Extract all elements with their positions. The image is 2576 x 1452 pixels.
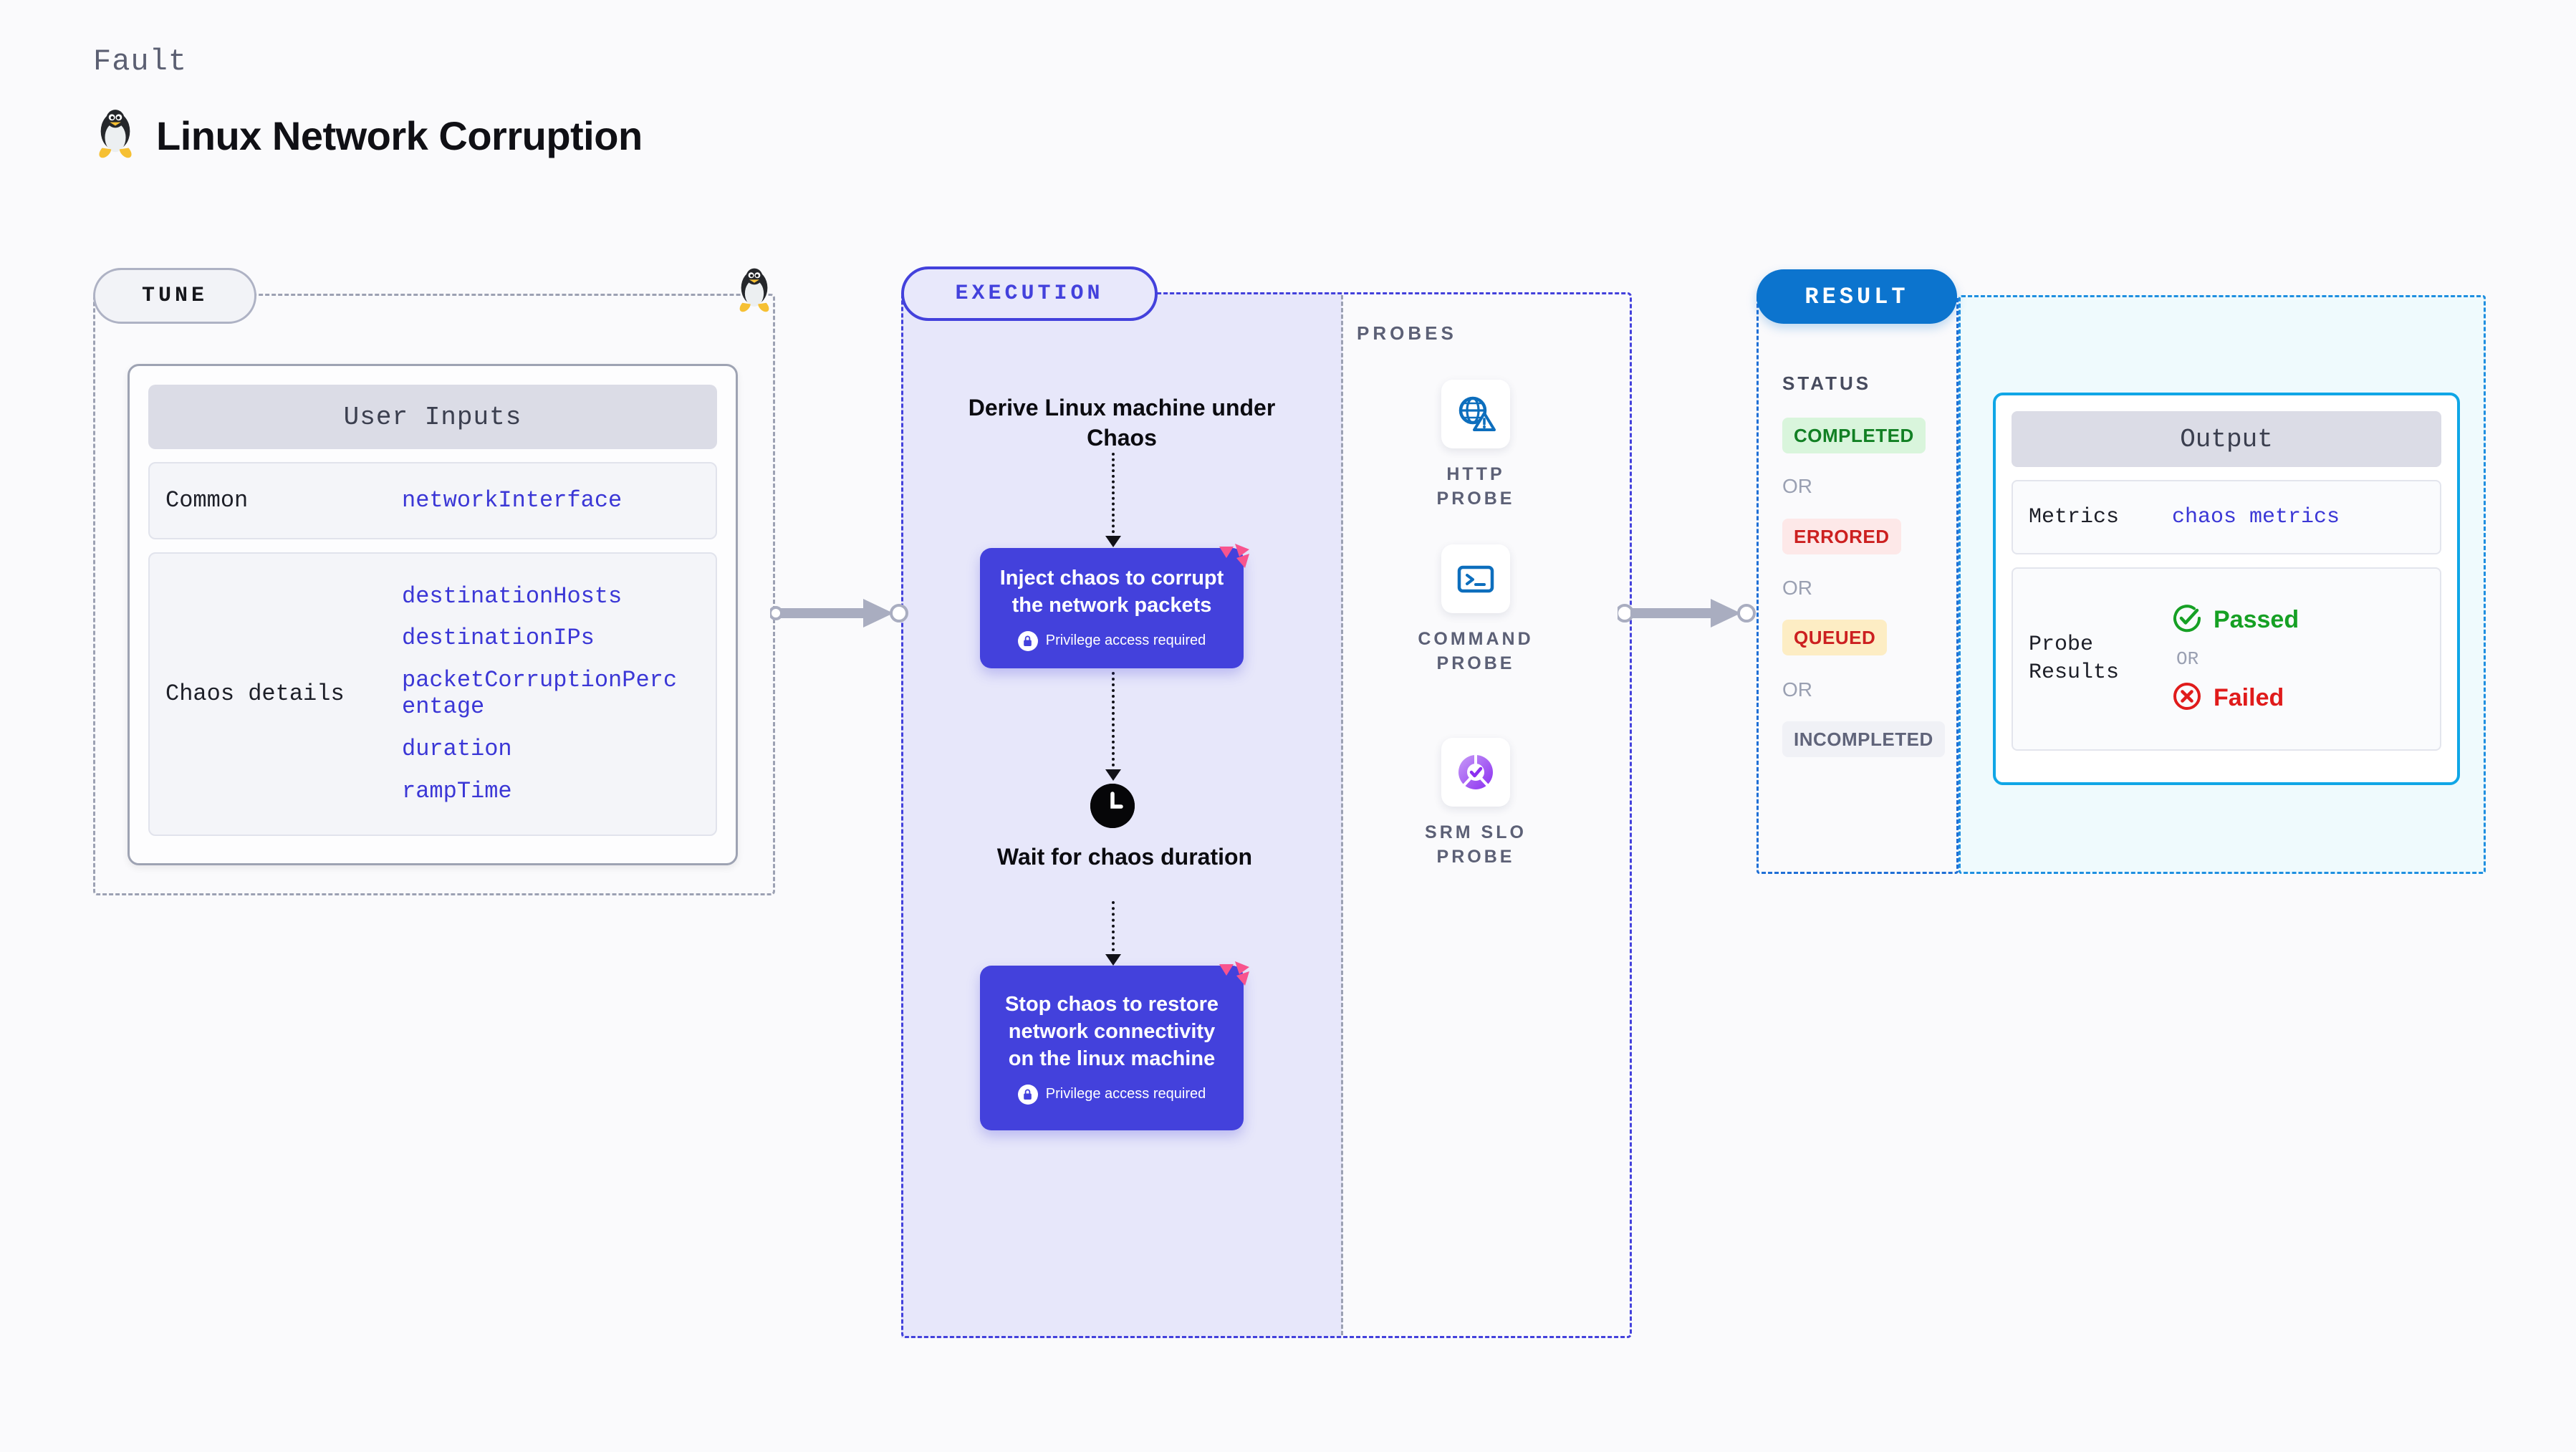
- execution-pill[interactable]: EXECUTION: [901, 266, 1158, 321]
- flow-connector: [1112, 453, 1115, 539]
- status-badge-incompleted: INCOMPLETED: [1782, 721, 1945, 757]
- linux-penguin-icon: [93, 107, 138, 163]
- status-badge-queued: QUEUED: [1782, 620, 1888, 655]
- probe-result-passed: Passed: [2172, 603, 2299, 637]
- step-derive-label: Derive Linux machine under Chaos: [968, 395, 1276, 451]
- input-group-chaos-details: Chaos details destinationHosts destinati…: [148, 552, 717, 836]
- input-value[interactable]: destinationHosts: [402, 582, 623, 610]
- slo-donut-check-icon: [1441, 738, 1510, 807]
- or-separator: OR: [2176, 648, 2199, 670]
- status-badge-errored: ERRORED: [1782, 519, 1901, 554]
- x-circle-icon: [2172, 681, 2202, 715]
- step-wait-label: Wait for chaos duration: [996, 844, 1253, 870]
- flow-arrowhead: [1105, 536, 1121, 547]
- user-inputs-card: User Inputs Common networkInterface Chao…: [128, 364, 738, 865]
- globe-warning-icon: [1441, 380, 1510, 448]
- probe-result-failed: Failed: [2172, 681, 2299, 715]
- flow-connector: [1112, 901, 1115, 957]
- result-pill[interactable]: RESULT: [1756, 269, 1957, 324]
- probes-section-label: PROBES: [1357, 322, 1457, 344]
- or-separator: OR: [1782, 577, 1812, 599]
- input-value[interactable]: rampTime: [402, 777, 512, 804]
- linux-penguin-icon-border: [734, 266, 774, 320]
- output-metrics-value[interactable]: chaos metrics: [2172, 505, 2340, 529]
- output-probe-results-values: Passed OR Failed: [2172, 603, 2299, 715]
- input-value[interactable]: duration: [402, 735, 512, 762]
- probe-srm-slo[interactable]: SRM SLO PROBE: [1404, 738, 1547, 870]
- title-row: Linux Network Corruption: [93, 107, 643, 163]
- input-value[interactable]: destinationIPs: [402, 625, 595, 652]
- probe-http[interactable]: HTTP PROBE: [1404, 380, 1547, 511]
- connector-tune-to-execution: [769, 592, 913, 638]
- probes-divider: [1341, 295, 1343, 1335]
- node-inject-chaos[interactable]: Inject chaos to corrupt the network pack…: [980, 548, 1244, 668]
- status-section-label: STATUS: [1782, 372, 1872, 394]
- fault-eyebrow-label: Fault: [93, 44, 188, 79]
- flow-arrowhead: [1105, 769, 1121, 781]
- output-metrics-label: Metrics: [2029, 504, 2120, 529]
- tune-region: [93, 294, 775, 895]
- failed-label: Failed: [2214, 684, 2284, 711]
- output-title: Output: [2012, 411, 2441, 467]
- node-privilege-note: Privilege access required: [1017, 630, 1206, 651]
- status-badge-completed: COMPLETED: [1782, 418, 1926, 453]
- terminal-icon: [1441, 544, 1510, 613]
- chaos-pinwheel-icon: [1218, 542, 1251, 571]
- check-circle-icon: [2172, 603, 2202, 637]
- user-inputs-title: User Inputs: [148, 385, 717, 449]
- output-probe-results-row: Probe Results Passed OR: [2012, 567, 2441, 751]
- clock-icon: [1090, 784, 1135, 828]
- node-privilege-text: Privilege access required: [1045, 633, 1206, 649]
- input-group-label: Chaos details: [165, 681, 345, 707]
- probe-command[interactable]: COMMAND PROBE: [1404, 544, 1547, 676]
- input-group-label: Common: [165, 487, 249, 514]
- probe-label: HTTP PROBE: [1436, 464, 1515, 509]
- node-title: Stop chaos to restore network connectivi…: [1004, 993, 1219, 1070]
- lock-icon: [1017, 630, 1038, 651]
- output-card: Output Metrics chaos metrics Probe Resul…: [1993, 393, 2460, 785]
- input-group-values: networkInterface: [402, 486, 623, 514]
- execution-region: [901, 292, 1632, 1338]
- passed-label: Passed: [2214, 606, 2299, 633]
- connector-probes-to-result: [1615, 592, 1761, 638]
- probe-label: COMMAND PROBE: [1418, 629, 1534, 673]
- chaos-pinwheel-icon: [1218, 960, 1251, 989]
- input-group-common: Common networkInterface: [148, 462, 717, 539]
- input-group-values: destinationHosts destinationIPs packetCo…: [402, 582, 688, 805]
- flow-connector: [1112, 672, 1115, 772]
- probe-label: SRM SLO PROBE: [1425, 822, 1527, 867]
- output-probe-results-label: Probe Results: [2029, 633, 2120, 685]
- node-privilege-text: Privilege access required: [1045, 1086, 1206, 1102]
- node-privilege-note: Privilege access required: [1017, 1084, 1206, 1105]
- node-title: Inject chaos to corrupt the network pack…: [999, 567, 1224, 617]
- input-value[interactable]: networkInterface: [402, 486, 623, 514]
- lock-icon: [1017, 1084, 1038, 1105]
- output-metrics-row: Metrics chaos metrics: [2012, 480, 2441, 554]
- or-separator: OR: [1782, 475, 1812, 497]
- page-header: Fault Linux Network Corruption: [93, 44, 643, 163]
- page-title: Linux Network Corruption: [156, 112, 643, 158]
- input-value[interactable]: packetCorruptionPercentage: [402, 667, 678, 720]
- node-stop-chaos[interactable]: Stop chaos to restore network connectivi…: [980, 966, 1244, 1130]
- tune-pill[interactable]: TUNE: [93, 268, 256, 324]
- flow-arrowhead: [1105, 954, 1121, 966]
- or-separator: OR: [1782, 678, 1812, 701]
